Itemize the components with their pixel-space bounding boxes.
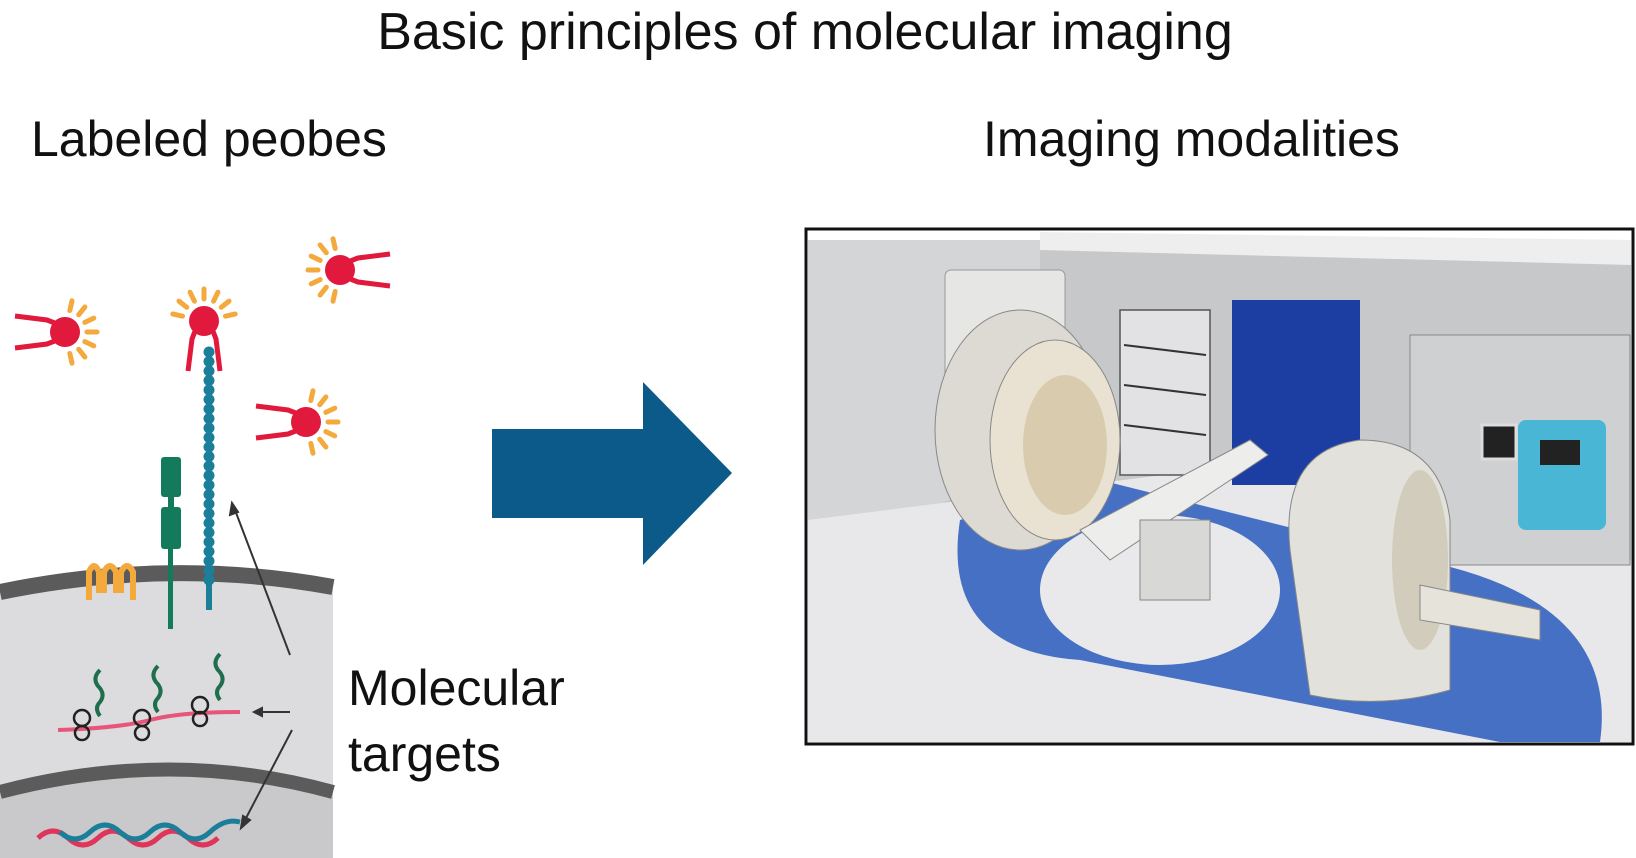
- bead: [203, 527, 215, 538]
- bead: [203, 384, 215, 396]
- bead: [203, 489, 215, 500]
- gpcr-receptor: [86, 563, 136, 600]
- peptide-chains: [93, 652, 225, 718]
- bead: [203, 403, 215, 415]
- bead: [203, 432, 215, 443]
- target-pointer-arrows: [228, 500, 293, 831]
- anesthesia-cart: [1518, 420, 1606, 530]
- bead: [203, 555, 215, 567]
- bead: [203, 517, 215, 529]
- bead: [203, 346, 215, 358]
- bead: [203, 460, 215, 472]
- imaging-room-picture: [804, 227, 1635, 746]
- bead: [203, 413, 215, 424]
- bead: [203, 546, 215, 557]
- bead: [203, 508, 215, 519]
- probe: [14, 298, 100, 366]
- ceiling-edge: [1040, 232, 1631, 265]
- targets-label-line2: targets: [348, 726, 501, 782]
- bead: [203, 536, 215, 548]
- imaging-modalities-heading: Imaging modalities: [983, 111, 1400, 167]
- bead: [203, 498, 215, 510]
- cell-illustration: [0, 236, 391, 858]
- labeled-probes: [14, 236, 391, 456]
- bead: [203, 451, 215, 462]
- bead: [203, 394, 215, 405]
- bead: [203, 470, 215, 481]
- green-receptor: [161, 457, 181, 629]
- patient-table: [1079, 439, 1269, 561]
- shelves: [1119, 309, 1211, 476]
- nuclear-membrane: [0, 762, 335, 799]
- bead: [203, 365, 215, 377]
- diagram-title: Basic principles of molecular imaging: [377, 3, 1233, 61]
- dna-strand-blue: [58, 818, 241, 842]
- molecular-targets-label: Molecular targets: [348, 655, 565, 787]
- bead: [203, 422, 215, 434]
- process-arrow: [492, 382, 732, 565]
- monitor: [1480, 423, 1518, 461]
- ribosomes: [72, 695, 210, 742]
- bead: [203, 565, 215, 576]
- labeled-probes-heading: Labeled peobes: [31, 111, 387, 167]
- ct-table: [1419, 584, 1541, 641]
- bead: [203, 356, 215, 367]
- probe: [255, 388, 341, 456]
- bead-chain-receptor: [203, 346, 215, 586]
- bead: [203, 375, 215, 386]
- bead: [203, 441, 215, 453]
- probe: [305, 236, 391, 304]
- probe: [170, 286, 238, 372]
- targets-label-line1: Molecular: [348, 660, 565, 716]
- bead: [203, 479, 215, 491]
